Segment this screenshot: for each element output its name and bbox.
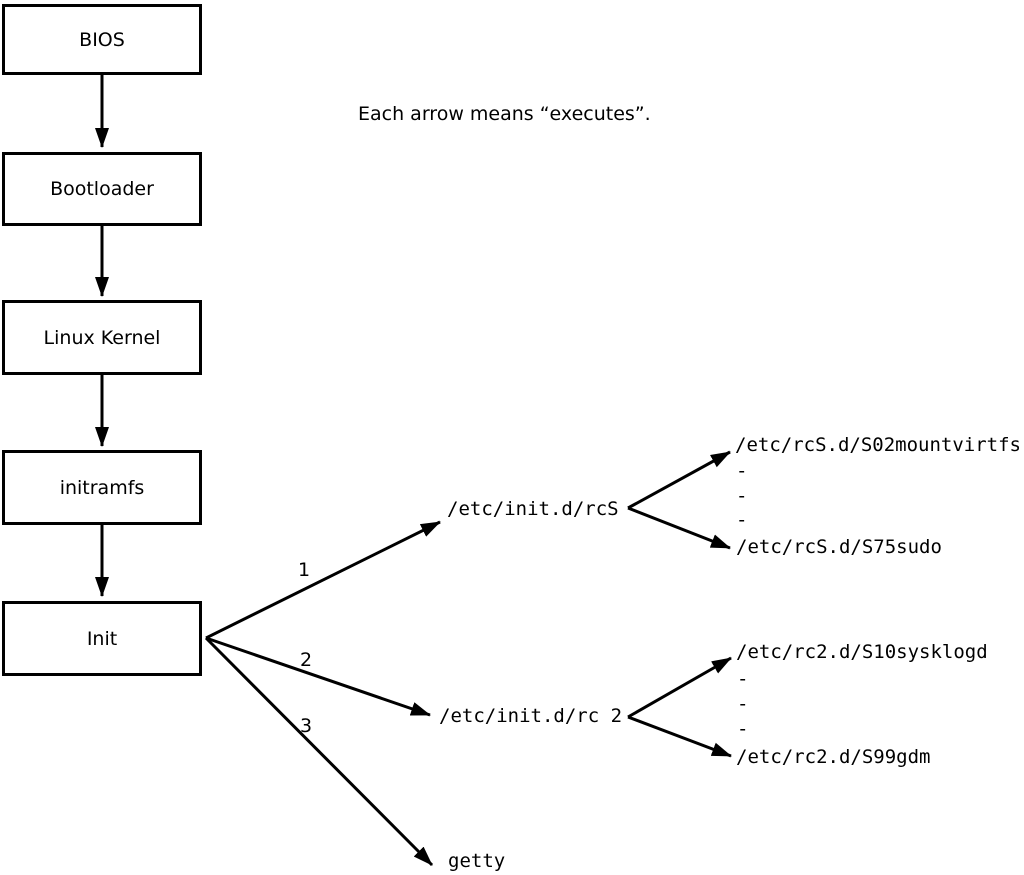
box-linux-kernel: Linux Kernel [2,300,202,375]
node-getty: getty [448,850,506,872]
branch-order-1: 1 [298,559,311,581]
arrow-init-to-rc2 [205,636,431,717]
node-rc2-last-script: /etc/rc2.d/S99gdm [736,746,931,768]
node-rcs-last-script: /etc/rcS.d/S75sudo [736,536,942,558]
branch-order-3: 3 [300,715,313,737]
rc2-ellipsis-dash: - [737,668,749,690]
rcs-ellipsis-dash: - [736,460,748,482]
arrow-rc2-to-first-script [627,656,732,719]
box-initramfs-label: initramfs [59,476,145,499]
arrow-init-to-getty [204,636,434,867]
arrow-init-to-rcs [205,520,441,640]
node-etc-initd-rc2: /etc/init.d/rc 2 [439,705,623,727]
arrow-rcs-to-first-script [627,450,731,510]
box-bios-label: BIOS [79,28,125,51]
rc2-ellipsis-dash: - [737,693,749,715]
rc2-ellipsis-dash: - [737,718,749,740]
box-init-label: Init [86,627,118,650]
box-bootloader-label: Bootloader [50,178,154,200]
node-rc2-first-script: /etc/rc2.d/S10sysklogd [736,641,988,663]
arrow-rcs-to-last-script [627,506,731,550]
rcs-ellipsis-dash: - [736,485,748,507]
legend-note: Each arrow means “executes”. [358,103,651,125]
arrow-rc2-to-last-script [627,715,732,758]
branch-order-2: 2 [300,649,313,671]
rcs-ellipsis-dash: - [736,509,748,531]
box-linux-kernel-label: Linux Kernel [43,326,161,349]
box-bios: BIOS [2,4,202,75]
node-etc-initd-rcs: /etc/init.d/rcS [447,498,619,520]
node-rcs-first-script: /etc/rcS.d/S02mountvirtfs [735,434,1021,456]
box-initramfs: initramfs [2,450,202,525]
box-bootloader: Bootloader [2,152,202,226]
box-init: Init [2,601,202,676]
